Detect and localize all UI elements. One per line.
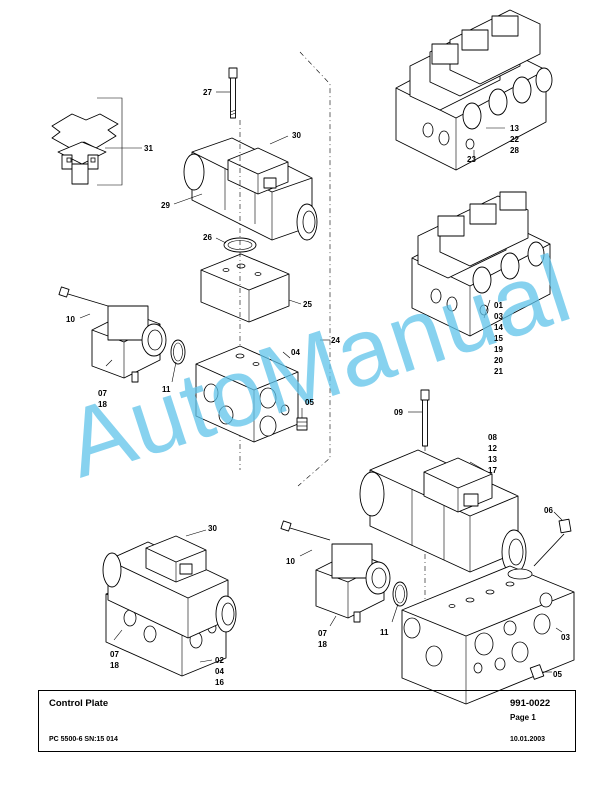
callout-17: 17	[488, 466, 497, 475]
callout-27: 27	[203, 88, 212, 97]
callout-04: 04	[291, 348, 300, 357]
callout-18: 18	[318, 640, 327, 649]
model-serial: PC 5500-6 SN:15 014	[49, 736, 118, 743]
callout-31: 31	[144, 144, 153, 153]
issue-date: 10.01.2003	[510, 736, 546, 743]
bolt-10a	[58, 286, 109, 319]
callout-30: 30	[292, 131, 301, 140]
callout-21: 21	[494, 367, 503, 376]
plug-05b	[529, 664, 552, 680]
callout-11: 11	[380, 628, 389, 637]
callout-10: 10	[66, 315, 75, 324]
subplate-04	[195, 345, 299, 443]
bolt-09	[408, 389, 430, 447]
callout-15: 15	[494, 334, 503, 343]
callout-12: 12	[488, 444, 497, 453]
callout-07: 07	[318, 629, 327, 638]
callout-11: 11	[162, 385, 171, 394]
solenoid-valve-08	[359, 449, 527, 575]
solenoid-valve-29	[173, 135, 318, 241]
o-ring-11b	[391, 581, 408, 623]
callout-07: 07	[110, 650, 119, 659]
callout-03: 03	[561, 633, 570, 642]
callout-28: 28	[510, 146, 519, 155]
callout-13: 13	[510, 124, 519, 133]
callout-07: 07	[98, 389, 107, 398]
callout-09: 09	[394, 408, 403, 417]
callout-06: 06	[544, 506, 553, 515]
callout-20: 20	[494, 356, 503, 365]
page-number: Page 1	[510, 713, 536, 722]
callout-05: 05	[305, 398, 314, 407]
o-ring-11a	[170, 339, 186, 383]
callout-13: 13	[488, 455, 497, 464]
o-ring-26	[215, 237, 257, 253]
callout-18: 18	[98, 400, 107, 409]
valve-with-subplate-02	[102, 529, 237, 677]
bolt-27	[216, 67, 238, 119]
callout-14: 14	[494, 323, 503, 332]
callout-16: 16	[215, 678, 224, 687]
callout-29: 29	[161, 201, 170, 210]
valve-stack-01	[411, 191, 551, 337]
gasket-detail-31	[51, 97, 142, 186]
bolt-10b	[280, 520, 331, 557]
document-number: 991-0022	[510, 698, 551, 709]
callout-05: 05	[553, 670, 562, 679]
callout-03: 03	[494, 312, 503, 321]
manifold-block-03	[401, 565, 575, 705]
title-block: Control Plate 991-0022 Page 1 PC 5500-6 …	[38, 690, 576, 752]
solenoid-coil-07a	[91, 305, 167, 383]
callout-24: 24	[331, 336, 340, 345]
drawing-title: Control Plate	[49, 698, 109, 709]
callout-labels: 27 30 31 29 26 25 24 10 04 11 05 07 18 0…	[66, 88, 570, 687]
callout-10: 10	[286, 557, 295, 566]
callout-30: 30	[208, 524, 217, 533]
callout-19: 19	[494, 345, 503, 354]
callout-18: 18	[110, 661, 119, 670]
solenoid-coil-07b	[315, 543, 391, 627]
callout-01: 01	[494, 301, 503, 310]
callout-08: 08	[488, 433, 497, 442]
adapter-plate-25	[200, 253, 302, 323]
callout-02: 02	[215, 656, 224, 665]
plug-06	[533, 511, 572, 567]
callout-23: 23	[467, 155, 476, 164]
callout-22: 22	[510, 135, 519, 144]
plug-05a	[296, 408, 308, 431]
callout-04: 04	[215, 667, 224, 676]
callout-25: 25	[303, 300, 312, 309]
valve-stack-23	[395, 9, 553, 171]
callout-26: 26	[203, 233, 212, 242]
